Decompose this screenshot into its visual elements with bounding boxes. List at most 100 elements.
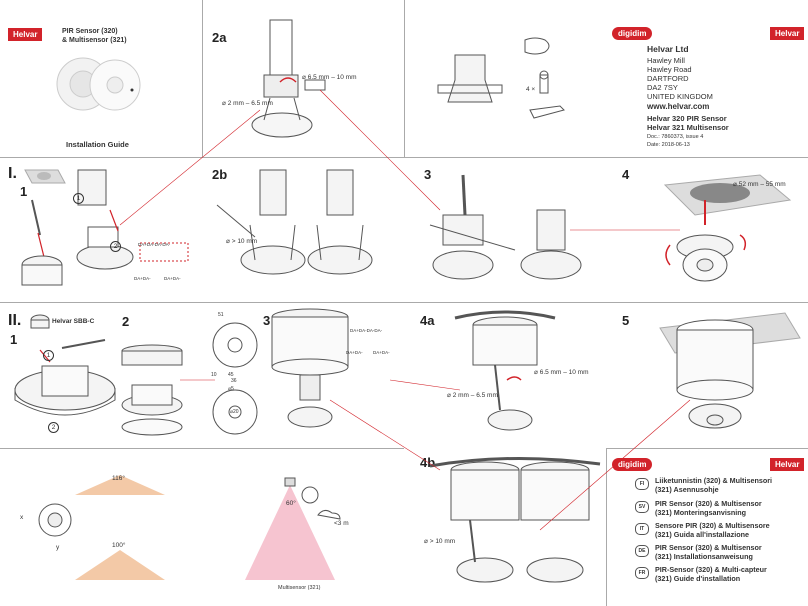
lang-fr-line2: (321) Guide d'installation — [655, 573, 741, 583]
installation-guide-title: Installation Guide — [66, 140, 129, 149]
section-2-step-4b-diagram — [429, 456, 601, 583]
cable-labels-bottom-1-s2: DA+DA- — [346, 350, 363, 355]
section-2-step-2-diagram — [121, 344, 183, 436]
axis-y-label: y — [56, 544, 60, 551]
product-name-line1: PIR Sensor (320) — [62, 28, 118, 35]
product-title-320: Helvar 320 PIR Sensor — [647, 114, 727, 123]
language-fr: FR PIR-Sensor (320) & Multi-capteur (321… — [635, 565, 767, 583]
language-fi: FI Liiketunnistin (320) & Multisensori (… — [635, 476, 773, 494]
divider-h1 — [0, 157, 808, 158]
section-1-step-2b-diagram — [216, 169, 373, 275]
divider-v1 — [202, 0, 203, 157]
circle-2-s2: 2 — [48, 422, 59, 433]
axis-x-label: x — [20, 514, 24, 521]
website-link[interactable]: www.helvar.com — [647, 102, 710, 111]
divider-h4 — [606, 448, 808, 449]
address-line-5: UNITED KINGDOM — [647, 92, 713, 101]
sensor-illustration — [56, 57, 141, 111]
cable-min-diameter-s2: ⌀ > 10 mm — [424, 538, 456, 545]
section-2-label: II. — [8, 312, 22, 329]
lang-code-sv: SV — [635, 501, 649, 513]
cable-diameter-label: ⌀ 6.5 mm – 10 mm — [302, 74, 357, 81]
helvar-logo: Helvar — [8, 28, 43, 41]
cable-labels-top-s2: DA+DA-DA-DA- — [350, 328, 383, 333]
dim-36: 36 — [231, 378, 237, 384]
cable-labels-bottom-1: DA+DA- — [134, 276, 151, 281]
cable-min-diameter: ⌀ > 10 mm — [226, 238, 258, 245]
small-cable-diameter-label-s2: ⌀ 2 mm – 6.5 mm — [447, 392, 498, 399]
lang-code-it: IT — [635, 523, 649, 535]
dim-51: 51 — [218, 312, 224, 318]
dimension-diagram — [212, 322, 258, 435]
company-name: Helvar Ltd — [647, 44, 689, 54]
lang-code-fr: FR — [635, 567, 649, 579]
section-2-step-2: 2 — [122, 314, 130, 329]
section-1-step-1-diagram — [21, 169, 189, 286]
divider-h3 — [0, 448, 404, 449]
lang-fi-line2: (321) Asennusohje — [655, 484, 719, 494]
circle-2: 2 — [110, 241, 121, 252]
section-1-step-3: 3 — [424, 167, 432, 182]
section-1-step-1: 1 — [20, 184, 28, 199]
section-1-step-4: 4 — [622, 167, 630, 182]
section-2-step-3-diagram — [271, 308, 349, 428]
digidim-logo-2: digidim — [612, 458, 653, 471]
detection-angle-116: 116° — [112, 475, 125, 482]
circle-1-s2: 1 — [43, 350, 54, 361]
divider-v3 — [606, 448, 607, 606]
lang-sv-line2: (321) Monteringsanvisning — [655, 507, 747, 517]
mounting-height-label: <3 m — [334, 520, 349, 527]
helvar-logo-2: Helvar — [770, 27, 805, 40]
address-line-2: Hawley Road — [647, 65, 692, 74]
doc-number: Doc.: 7860373, issue 4 — [647, 134, 704, 140]
detection-angle-100: 100° — [112, 542, 126, 549]
language-de: DE PIR Sensor (320) & Multisensor (321) … — [635, 543, 762, 561]
lang-it-line2: (321) Guida all'installazione — [655, 529, 749, 539]
divider-h2 — [0, 302, 808, 303]
product-title-321: Helvar 321 Multisensor — [647, 123, 729, 132]
dim-20: ⌀20 — [230, 409, 239, 415]
cable-diameter-label-s2: ⌀ 6.5 mm – 10 mm — [534, 369, 589, 376]
lang-it-line1: Sensore PIR (320) & Multisensore — [655, 521, 770, 530]
doc-date: Date: 2018-06-13 — [647, 142, 690, 148]
lang-de-line1: PIR Sensor (320) & Multisensor — [655, 543, 762, 552]
divider-v2 — [404, 0, 405, 157]
section-2-step-1: 1 — [10, 332, 18, 347]
language-sv: SV PIR Sensor (320) & Multisensor (321) … — [635, 499, 762, 517]
detection-diagram — [38, 475, 341, 580]
address-line-3: DARTFORD — [647, 74, 689, 83]
section-2-step-3: 3 — [263, 313, 271, 328]
lang-fr-line1: PIR-Sensor (320) & Multi-capteur — [655, 565, 767, 574]
cable-labels-bottom-2: DA+DA- — [164, 276, 181, 281]
dim-5: ⌀5 — [228, 386, 234, 392]
address-line-4: DA2 7SY — [647, 83, 678, 92]
language-it: IT Sensore PIR (320) & Multisensore (321… — [635, 521, 770, 539]
section-1-step-3-diagram — [429, 174, 582, 280]
section-2-step-4a-diagram — [454, 310, 556, 431]
section-2-step-5: 5 — [622, 313, 630, 328]
section-1-label: I. — [8, 165, 17, 182]
lang-code-de: DE — [635, 545, 649, 557]
digidim-logo: digidim — [612, 27, 653, 40]
section-2-step-5-diagram — [659, 312, 801, 429]
detection-angle-60: 60° — [286, 500, 296, 507]
helvar-logo-3: Helvar — [770, 458, 805, 471]
cable-labels-bottom-2-s2: DA+DA- — [373, 350, 390, 355]
screw-count: 4 × — [526, 86, 536, 93]
product-name-line2: & Multisensor (321) — [62, 37, 127, 44]
section-2-step-1-diagram — [14, 314, 116, 416]
lang-fi-line1: Liiketunnistin (320) & Multisensori — [655, 476, 773, 485]
gland-diagram-2a — [251, 19, 326, 138]
dim-45: 45 — [228, 372, 234, 378]
step-2a-label: 2a — [212, 30, 227, 45]
mounting-box-diagram — [437, 37, 565, 119]
circle-1: 1 — [73, 193, 84, 204]
hole-diameter-label: ⌀ 52 mm – 55 mm — [733, 181, 786, 188]
lang-de-line2: (321) Installationsanweisung — [655, 551, 753, 561]
section-1-step-2b: 2b — [212, 167, 228, 182]
lang-code-fi: FI — [635, 478, 649, 490]
address-line-1: Hawley Mill — [647, 56, 685, 65]
section-1-step-4-diagram — [663, 174, 792, 282]
section-2-step-4a: 4a — [420, 313, 435, 328]
